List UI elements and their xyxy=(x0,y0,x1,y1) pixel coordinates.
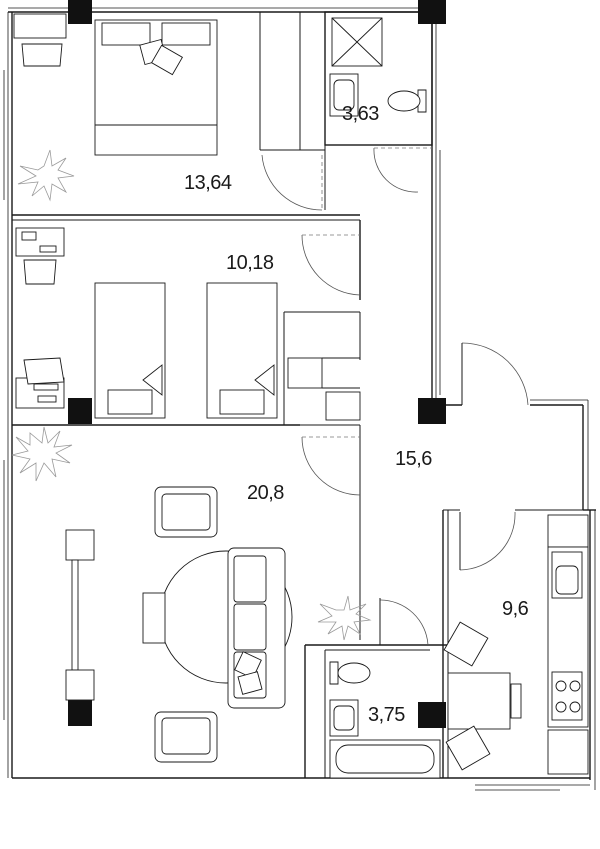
desk-chair xyxy=(23,357,65,385)
top-bathroom-fixtures xyxy=(329,17,427,117)
area-label-bathroom-bottom: 3,75 xyxy=(368,704,405,726)
cushion xyxy=(234,651,262,679)
desk-chair xyxy=(21,43,63,67)
desk xyxy=(13,13,67,39)
palm-plant-icon xyxy=(11,426,73,482)
ottoman xyxy=(142,592,166,644)
area-label-living-room: 20,8 xyxy=(247,482,284,504)
plant-icon xyxy=(317,595,372,641)
plant-icon xyxy=(17,149,75,202)
area-labels: 13,64 3,63 10,18 20,8 15,6 9,6 3,75 xyxy=(184,103,529,726)
kitchen-furniture xyxy=(443,514,589,775)
cooktop xyxy=(551,671,583,721)
column xyxy=(418,398,446,424)
desk-chair xyxy=(23,259,57,285)
pillow xyxy=(107,389,153,415)
area-label-hallway: 15,6 xyxy=(395,448,432,470)
chair xyxy=(443,621,489,667)
column xyxy=(68,698,92,726)
chair xyxy=(510,683,522,719)
pillow xyxy=(219,389,265,415)
area-label-bedroom-kids: 10,18 xyxy=(226,252,274,274)
pillow xyxy=(101,22,151,46)
fridge xyxy=(547,729,589,775)
column xyxy=(68,0,92,24)
dining-table xyxy=(447,672,511,730)
sink xyxy=(329,73,359,117)
column xyxy=(68,398,92,424)
master-bedroom-furniture xyxy=(13,13,218,202)
pillow xyxy=(150,44,184,76)
doors xyxy=(261,147,529,646)
pillow xyxy=(161,22,211,46)
area-label-bathroom-top: 3,63 xyxy=(342,103,379,125)
kids-room-furniture xyxy=(15,227,278,419)
area-label-bedroom-master: 13,64 xyxy=(184,172,232,194)
structural-columns xyxy=(68,0,446,728)
counter xyxy=(547,514,589,548)
bathtub xyxy=(329,739,441,779)
living-room-furniture xyxy=(11,426,372,763)
toilet xyxy=(329,661,339,685)
interior-walls xyxy=(12,11,583,778)
bottom-bathroom-fixtures xyxy=(329,661,441,779)
column xyxy=(418,702,446,728)
chair xyxy=(445,725,491,771)
kitchen-sink xyxy=(551,551,583,599)
area-label-kitchen: 9,6 xyxy=(502,598,529,620)
tv-unit xyxy=(65,529,95,561)
column xyxy=(418,0,446,24)
tv-unit xyxy=(65,669,95,701)
